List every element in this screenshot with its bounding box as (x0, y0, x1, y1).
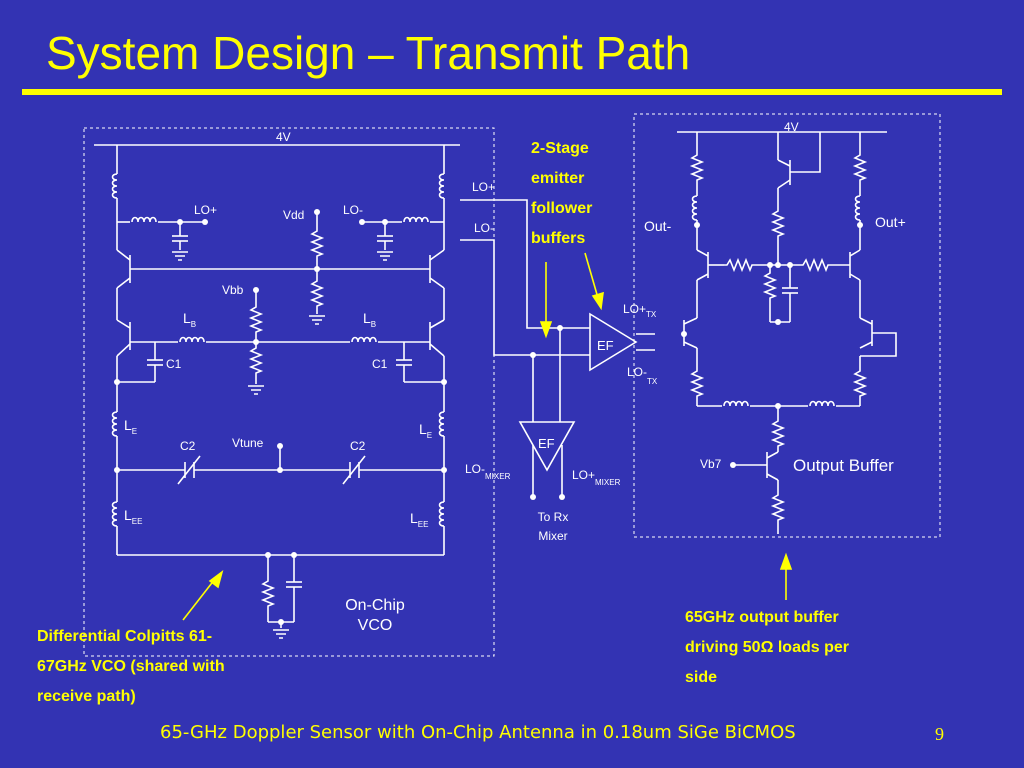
slide-footer: 65-GHz Doppler Sensor with On-Chip Anten… (160, 722, 796, 743)
resistor-icon (250, 344, 262, 376)
inductor-icon (111, 171, 118, 201)
resistor-icon (250, 303, 262, 335)
annotation-line: 65GHz output buffer (685, 609, 839, 626)
out-plus-label: Out+ (875, 214, 906, 230)
ground-icon (308, 315, 326, 325)
lo-plus-tx-label: LO+TX (623, 302, 657, 319)
lb-left-label: LB (183, 310, 196, 329)
ground-icon (247, 385, 265, 395)
inductor-icon (691, 193, 698, 223)
lee-right-label: LEE (410, 510, 428, 529)
ef-tx-label: EF (597, 338, 614, 353)
emitter-follower-annotation: 2-Stage emitter follower buffers (531, 134, 592, 254)
output-buffer-label: Output Buffer (793, 456, 894, 475)
resistor-icon (764, 269, 776, 301)
resistor-icon (262, 577, 274, 609)
to-rx-line2: Mixer (538, 529, 567, 543)
inductor-icon (438, 409, 445, 439)
resistor-icon (854, 151, 866, 183)
resistor-icon (772, 491, 784, 523)
inductor-icon (723, 400, 749, 407)
resistor-icon (772, 417, 784, 449)
le-left-label: LE (124, 417, 137, 436)
inductor-icon (111, 409, 118, 439)
resistor-icon (311, 227, 323, 259)
inductor-icon (438, 171, 445, 201)
annotation-line: side (685, 669, 718, 686)
resistor-icon (311, 277, 323, 309)
lo-minus-label: LO- (343, 203, 363, 217)
c2-right-label: C2 (350, 439, 366, 453)
inductor-icon (111, 499, 118, 529)
ef-rx-label: EF (538, 436, 555, 451)
output-buffer-boundary (633, 113, 941, 538)
inductor-icon (403, 216, 429, 223)
buffer-lo-minus-in: LO- (474, 221, 494, 235)
annotation-line: 67GHz VCO (shared with (37, 658, 225, 675)
annotation-line: Differential Colpitts 61- (37, 628, 213, 645)
resistor-icon (772, 207, 784, 239)
vb7-label: Vb7 (700, 457, 722, 471)
ground-icon (171, 251, 189, 261)
lo-plus-mixer-label: LO+MIXER (572, 468, 621, 487)
vco-nodes (114, 209, 447, 625)
title-underline (22, 89, 1002, 95)
vco-title-line1: On-Chip (345, 597, 405, 614)
vtune-label: Vtune (232, 436, 264, 450)
out-minus-label: Out- (644, 218, 672, 234)
vco-boundary (83, 127, 495, 657)
inductor-icon (809, 400, 835, 407)
ground-icon (272, 629, 290, 639)
vco-supply-label: 4V (276, 130, 291, 144)
lo-plus-label: LO+ (194, 203, 217, 217)
inductor-icon (179, 336, 205, 343)
annotation-line: emitter (531, 170, 585, 187)
annotation-line: follower (531, 200, 593, 217)
page-number: 9 (935, 724, 944, 744)
annotation-arrows (182, 252, 793, 621)
lo-minus-tx-label: LO-TX (627, 365, 658, 386)
resistor-icon (854, 367, 866, 399)
lo-minus-mixer-label: LO-MIXER (465, 462, 511, 481)
c1-right-label: C1 (372, 357, 388, 371)
buffer-lo-plus-in: LO+ (472, 180, 495, 194)
to-rx-line1: To Rx (538, 510, 569, 524)
ground-icon (376, 251, 394, 261)
c2-left-label: C2 (180, 439, 196, 453)
annotation-line: buffers (531, 230, 586, 247)
annotation-line: receive path) (37, 688, 136, 705)
inductor-icon (438, 499, 445, 529)
vdd-label: Vdd (283, 208, 304, 222)
lb-right-label: LB (363, 310, 376, 329)
c1-left-label: C1 (166, 357, 182, 371)
output-buffer-annotation: 65GHz output buffer driving 50Ω loads pe… (685, 603, 849, 693)
vco-wires (94, 144, 460, 628)
output-supply-label: 4V (784, 120, 799, 134)
inductor-icon (854, 193, 861, 223)
vbb-label: Vbb (222, 283, 244, 297)
output-buffer-wires (677, 131, 897, 534)
resistor-icon (691, 151, 703, 183)
resistor-icon (799, 259, 831, 271)
lee-left-label: LEE (124, 507, 142, 526)
le-right-label: LE (419, 421, 432, 440)
inductor-icon (351, 336, 377, 343)
annotation-line: driving 50Ω loads per (685, 639, 849, 656)
annotation-line: 2-Stage (531, 140, 589, 157)
resistor-icon (723, 259, 755, 271)
vco-annotation: Differential Colpitts 61- 67GHz VCO (sha… (37, 622, 225, 712)
resistor-icon (691, 367, 703, 399)
inductor-icon (131, 216, 157, 223)
vco-title-line2: VCO (358, 617, 393, 634)
slide-title: System Design – Transmit Path (46, 27, 691, 79)
